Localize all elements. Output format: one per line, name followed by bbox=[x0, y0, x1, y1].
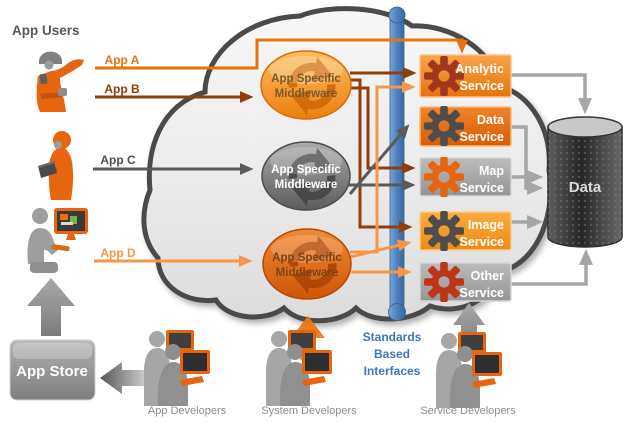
dataservice-to-data bbox=[511, 125, 544, 195]
service-label: Service bbox=[460, 181, 505, 195]
middleware-label: App Specific bbox=[272, 252, 342, 264]
service-label: Analytic bbox=[455, 62, 504, 76]
app-store-box: App Store bbox=[9, 339, 96, 401]
middleware-label: Middleware bbox=[275, 88, 338, 100]
standards-interface-bar bbox=[388, 6, 406, 321]
middleware-label: Middleware bbox=[275, 179, 338, 191]
service-developers-label: Service Developers bbox=[420, 405, 516, 417]
developers-workstation-icon bbox=[436, 332, 502, 408]
app-users-title: App Users bbox=[12, 23, 80, 38]
worker-laptop-icon bbox=[38, 131, 74, 200]
service-label: Image bbox=[468, 218, 504, 232]
app-c-label: App C bbox=[100, 153, 136, 167]
standards-based-interfaces-label: Standards Based Interfaces bbox=[363, 330, 422, 378]
developers-workstation-icon bbox=[144, 330, 210, 406]
user-desktop-icon bbox=[27, 208, 88, 273]
image-service-box: Image Service bbox=[419, 211, 512, 251]
service-label: Service bbox=[460, 286, 505, 300]
middleware-ellipses: App Specific Middleware App Specific Mid… bbox=[260, 51, 352, 299]
middleware-label: Middleware bbox=[276, 267, 339, 279]
worker-gesturing-icon bbox=[36, 51, 84, 112]
app-a-line bbox=[95, 38, 468, 70]
middleware-top: App Specific Middleware bbox=[260, 51, 352, 120]
service-to-data-lines bbox=[511, 73, 593, 286]
service-label: Service bbox=[460, 79, 505, 93]
services-panel: Analytic Service Data Service Map Servic… bbox=[419, 54, 512, 302]
standards-line1: Standards bbox=[363, 330, 422, 344]
service-label: Service bbox=[460, 130, 505, 144]
system-developers-label: System Developers bbox=[261, 405, 357, 417]
service-label: Other bbox=[471, 269, 504, 283]
middleware-bottom: App Specific Middleware bbox=[262, 229, 352, 299]
standards-line3: Interfaces bbox=[364, 364, 421, 378]
analytic-service-box: Analytic Service bbox=[419, 54, 512, 98]
middleware-label: App Specific bbox=[271, 73, 341, 85]
data-store-label: Data bbox=[569, 179, 602, 196]
database-cylinder-icon: Data bbox=[547, 116, 623, 248]
mw3-to-analytic bbox=[350, 81, 416, 254]
other-to-data bbox=[511, 248, 593, 286]
service-label: Data bbox=[477, 113, 505, 127]
mw3-to-image bbox=[349, 239, 412, 259]
app-a-label: App A bbox=[105, 53, 140, 67]
gear-icon bbox=[424, 157, 464, 197]
appdevs-to-appstore-arrow bbox=[100, 362, 152, 394]
analytic-to-data bbox=[511, 73, 592, 115]
gear-icon bbox=[424, 211, 464, 251]
app-d-label: App D bbox=[100, 246, 136, 260]
service-label: Map bbox=[479, 164, 504, 178]
other-service-box: Other Service bbox=[419, 262, 512, 302]
standards-line2: Based bbox=[374, 347, 410, 361]
map-service-box: Map Service bbox=[419, 157, 512, 197]
appstore-to-user-arrow bbox=[27, 278, 75, 336]
app-developers-label: App Developers bbox=[148, 405, 227, 417]
developers-workstation-icon bbox=[266, 330, 332, 406]
mw1-to-image bbox=[349, 78, 413, 233]
mw1-to-map bbox=[347, 86, 416, 174]
gear-icon bbox=[424, 262, 464, 302]
middleware-label: App Specific bbox=[271, 164, 341, 176]
middleware-output-lines bbox=[347, 67, 417, 278]
gear-icon bbox=[424, 106, 464, 146]
data-service-box: Data Service bbox=[419, 106, 512, 147]
app-connection-lines bbox=[93, 38, 468, 267]
app-b-label: App B bbox=[104, 82, 140, 96]
app-store-label: App Store bbox=[16, 363, 88, 380]
middleware-middle: App Specific Middleware bbox=[261, 142, 351, 211]
service-label: Service bbox=[460, 235, 505, 249]
